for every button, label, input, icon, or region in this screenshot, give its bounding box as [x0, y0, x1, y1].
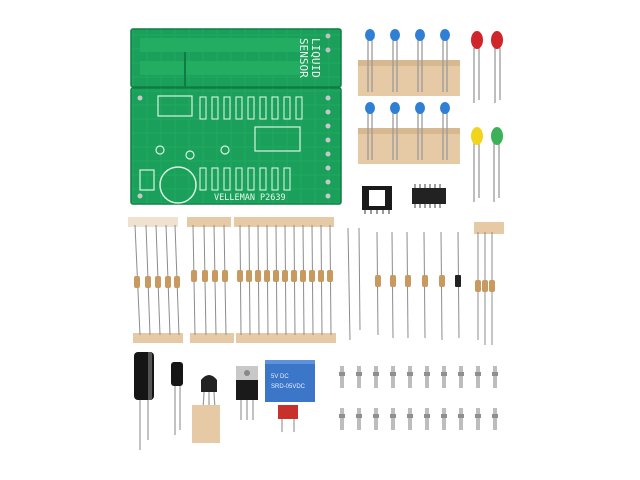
solder-pin — [407, 408, 413, 430]
solder-pin — [339, 366, 345, 388]
diode — [455, 275, 461, 287]
solder-pin — [390, 408, 396, 430]
resistor-strip-3 — [234, 217, 336, 343]
solder-pin — [356, 408, 362, 430]
blue-led-tape-bottom — [358, 102, 460, 164]
blue-led-tape-top — [358, 29, 460, 96]
solder-pin — [356, 366, 362, 388]
sensor-board-label-line-1: LIQUID — [309, 38, 322, 78]
main-board-brand-label: VELLEMAN P2639 — [214, 193, 286, 203]
solder-pin — [441, 366, 447, 388]
solder-pin — [475, 408, 481, 430]
sensor-board-label-line-2: SENSOR — [297, 38, 310, 78]
solder-pin — [339, 408, 345, 430]
film-capacitor — [278, 405, 298, 432]
solder-pin — [475, 366, 481, 388]
red-led — [491, 31, 503, 49]
resistor-strip-4 — [474, 222, 504, 345]
blue-led — [365, 102, 375, 114]
green-led — [491, 127, 503, 145]
solder-pin — [373, 366, 379, 388]
blue-led — [440, 29, 450, 41]
solder-pin — [373, 408, 379, 430]
resistor-strip-2 — [187, 217, 234, 343]
solder-pin — [407, 366, 413, 388]
solder-pins — [339, 366, 498, 430]
transistor — [192, 375, 220, 443]
solder-pin — [424, 408, 430, 430]
blue-led — [390, 102, 400, 114]
solder-pin — [424, 366, 430, 388]
solder-pin — [458, 408, 464, 430]
yellow-led — [471, 127, 483, 145]
sensor-pcb: LIQUID SENSOR — [130, 28, 342, 88]
ic-socket — [362, 186, 392, 214]
blue-led — [390, 29, 400, 41]
relay: 5V DC SRD-05VDC — [265, 360, 315, 402]
voltage-regulator — [236, 366, 258, 420]
relay-label-line-2: SRD-05VDC — [271, 384, 306, 390]
solder-pin — [390, 366, 396, 388]
integrated-circuit — [412, 184, 446, 208]
electrolytic-capacitor-small — [171, 362, 183, 435]
resistor-strip-1 — [128, 217, 183, 343]
solder-pin — [492, 366, 498, 388]
blue-led — [415, 102, 425, 114]
solder-pin — [458, 366, 464, 388]
electrolytic-capacitor-large — [134, 352, 154, 450]
blue-led — [415, 29, 425, 41]
blue-led — [440, 102, 450, 114]
loose-resistors — [347, 227, 461, 341]
relay-label-line-1: 5V DC — [271, 374, 289, 380]
red-led — [471, 31, 483, 49]
loose-leds — [471, 31, 503, 202]
blue-led — [365, 29, 375, 41]
solder-pin — [441, 408, 447, 430]
main-pcb: VELLEMAN P2639 — [130, 87, 342, 205]
solder-pin — [492, 408, 498, 430]
